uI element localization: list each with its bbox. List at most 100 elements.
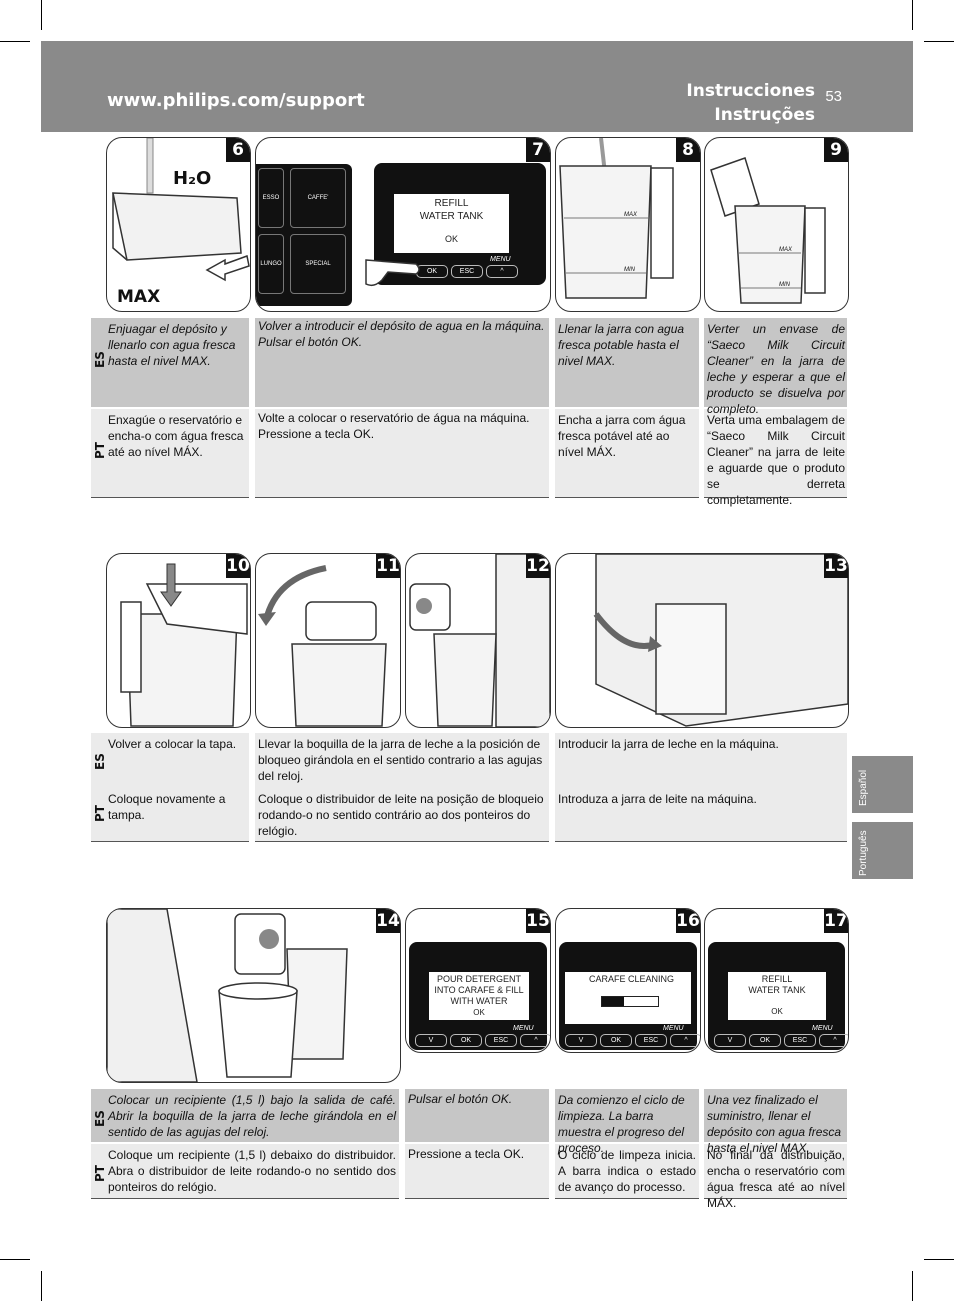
esc-key: ESC <box>451 265 483 278</box>
step-8-illustration: MAX MIN 8 <box>555 137 701 312</box>
instruction-pt: Encha a jarra com água fresca potável at… <box>558 413 686 459</box>
display-keys: V OK ESC ^ <box>714 1034 848 1047</box>
lcd-display: REFILL WATER TANK OK <box>394 194 509 253</box>
esc-key: ESC <box>635 1034 667 1047</box>
instruction-es: Colocar un recipiente (1,5 l) bajo la sa… <box>108 1093 396 1139</box>
pt-bg <box>91 409 249 497</box>
side-tab-pt: Português <box>852 822 913 879</box>
es-bg <box>704 318 847 407</box>
crop-mark <box>912 0 913 30</box>
side-tab-es-label: Español <box>858 769 869 806</box>
progress-bar <box>601 996 659 1007</box>
instruction-pt: Introduza a jarra de leite na máquina. <box>558 792 757 806</box>
down-key: V <box>565 1034 597 1047</box>
side-tab-pt-label: Português <box>858 830 869 876</box>
lcd-line: REFILL <box>434 198 469 209</box>
instruction-pt: Pressione a tecla OK. <box>408 1147 525 1161</box>
up-key: ^ <box>520 1034 550 1047</box>
menu-label: MENU <box>490 256 511 263</box>
step-number: 9 <box>824 138 848 162</box>
support-url[interactable]: www.philips.com/support <box>107 90 365 111</box>
crop-mark <box>924 1259 954 1260</box>
display-keys: V OK ESC ^ <box>415 1034 550 1047</box>
pt-bg <box>555 409 699 497</box>
divider <box>555 841 847 842</box>
step-16-illustration: CARAFE CLEANING V OK ESC ^ MENU 16 <box>555 908 701 1053</box>
pt-bg <box>255 409 549 497</box>
divider <box>555 497 699 498</box>
lang-code-pt: PT <box>93 805 107 822</box>
water-tank-drawing <box>112 138 250 282</box>
title-pt: Instruções <box>714 105 815 125</box>
lcd-line: WATER TANK <box>419 211 484 222</box>
instruction-pt: Enxagúe o reservatório e encha-o com águ… <box>108 413 244 459</box>
crop-mark <box>0 1259 30 1260</box>
instruction-pt: Volte a colocar o reservatório de água n… <box>258 411 530 441</box>
menu-label: MENU <box>812 1025 833 1032</box>
instruction-es: Da comienzo el ciclo de limpieza. La bar… <box>558 1093 685 1155</box>
carafe-lid-drawing <box>120 563 248 727</box>
step-10-illustration: 10 <box>106 553 251 728</box>
lcd-line: WATER TANK <box>748 985 806 995</box>
step-number: 12 <box>526 554 550 578</box>
divider <box>255 497 549 498</box>
es-bg <box>405 1089 549 1142</box>
machine-carafe-drawing <box>409 554 550 727</box>
es-bg <box>555 1089 699 1142</box>
instruction-pt: Verta uma embalagem de “Saeco Milk Circu… <box>707 413 845 507</box>
es-bg <box>255 318 549 407</box>
h2o-label: H₂O <box>173 168 212 189</box>
up-key: ^ <box>819 1034 848 1047</box>
instruction-es: Llevar la boquilla de la jarra de leche … <box>258 737 543 783</box>
lcd-ok: OK <box>473 1008 485 1017</box>
espresso-button: ESSO <box>258 168 284 228</box>
display-screen: CARAFE CLEANING V OK ESC ^ MENU <box>559 942 700 1050</box>
up-key: ^ <box>486 265 518 278</box>
step-number: 8 <box>676 138 700 162</box>
lang-code-pt: PT <box>93 442 107 459</box>
lang-code-es: ES <box>93 351 107 368</box>
divider <box>91 841 249 842</box>
row-bg <box>91 733 249 841</box>
divider <box>704 1198 847 1199</box>
step-number: 7 <box>526 138 550 162</box>
es-bg <box>91 318 249 407</box>
up-key: ^ <box>670 1034 700 1047</box>
crop-mark <box>41 0 42 30</box>
step-13-illustration: 13 <box>555 553 849 728</box>
rotate-nozzle-drawing <box>258 565 387 727</box>
lcd-line: POUR DETERGENT <box>436 974 521 984</box>
machine-button-panel: ESSO CAFFE' LUNGO SPECIAL <box>256 164 352 306</box>
crop-mark <box>0 41 30 42</box>
max-mark: MAX <box>624 212 638 218</box>
down-key: V <box>714 1034 746 1047</box>
menu-label: MENU <box>663 1025 684 1032</box>
instruction-es: Pulsar el botón OK. <box>408 1092 513 1106</box>
display-keys: OK ESC ^ <box>416 265 518 278</box>
divider <box>704 497 847 498</box>
crop-mark <box>912 1271 913 1301</box>
step-number: 15 <box>526 909 550 933</box>
esc-key: ESC <box>485 1034 517 1047</box>
step-12-illustration: 12 <box>405 553 551 728</box>
special-button: SPECIAL <box>290 234 346 294</box>
lcd-line: INTO CARAFE & FILL <box>434 985 524 995</box>
divider <box>255 841 549 842</box>
instruction-pt: No final da distribuição, encha o reserv… <box>707 1148 845 1210</box>
instruction-es: Llenar la jarra con agua fresca potable … <box>558 322 685 368</box>
lcd-line: CARAFE CLEANING <box>589 974 675 984</box>
instruction-es: Volver a introducir el depósito de agua … <box>258 319 545 349</box>
lcd-display: CARAFE CLEANING <box>565 972 691 1024</box>
divider <box>91 1198 399 1199</box>
instruction-es: Introducir la jarra de leche en la máqui… <box>558 737 779 751</box>
lcd-line: WITH WATER <box>450 996 508 1006</box>
milk-carafe-drawing <box>559 138 674 299</box>
instruction-es: Enjuagar el depósito y llenarlo con agua… <box>108 322 236 368</box>
step-number: 13 <box>824 554 848 578</box>
milk-carafe-drawing <box>710 157 826 304</box>
divider <box>91 497 249 498</box>
caffe-button: CAFFE' <box>290 168 346 228</box>
lang-code-pt: PT <box>93 1165 107 1182</box>
lang-code-es: ES <box>93 753 107 770</box>
pointing-hand-icon <box>365 259 420 287</box>
